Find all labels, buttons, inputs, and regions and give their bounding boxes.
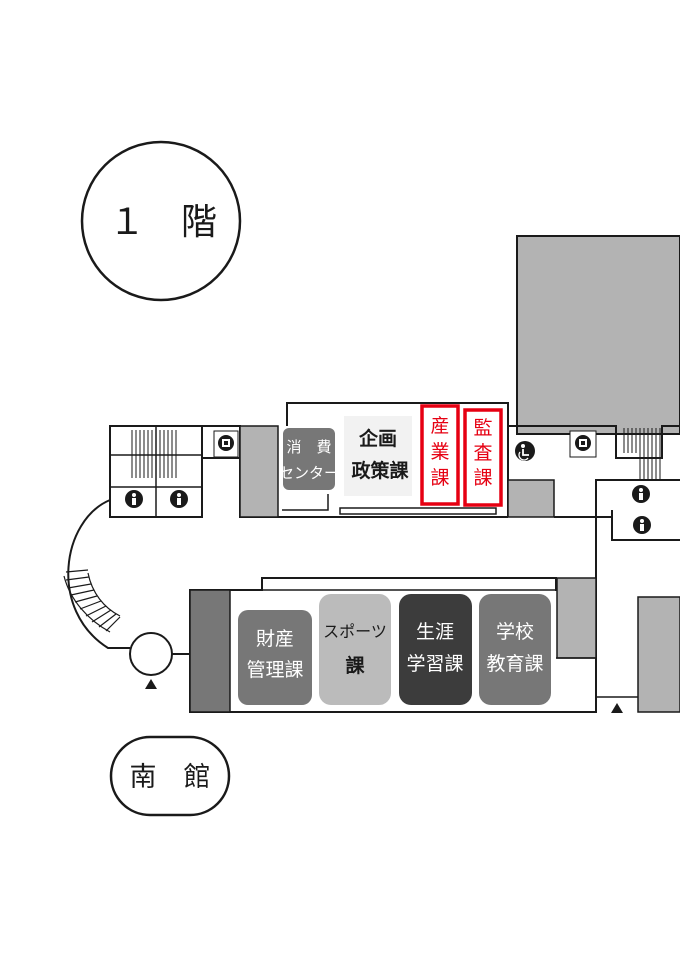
entrance-icon — [611, 703, 623, 713]
school-label-2: 教育課 — [486, 653, 543, 675]
industry-label-3: 課 — [430, 467, 449, 489]
finance-label-1: 財産 — [256, 628, 294, 650]
accessible-restroom-icon — [515, 441, 535, 461]
north-building-block — [516, 235, 680, 435]
stairs-upper-left — [109, 426, 202, 488]
consumer-center-label-2: センター — [279, 464, 339, 482]
right-lower-block — [637, 596, 680, 713]
room-industry: 産 業 課 — [420, 404, 460, 506]
restroom-pair-left — [125, 487, 188, 517]
sports-label-2: 課 — [345, 654, 365, 677]
consumer-center-label-1: 消 費 — [286, 438, 331, 456]
building-badge: 南 館 — [109, 735, 231, 817]
room-school-education: 学校 教育課 — [479, 594, 551, 705]
service-column-left — [239, 425, 279, 518]
lifelong-label-2: 学習課 — [406, 653, 463, 675]
restroom-icon — [170, 490, 188, 508]
lifelong-label-1: 生涯 — [416, 621, 454, 643]
audit-label-2: 査 — [473, 442, 492, 464]
audit-label-1: 監 — [473, 417, 492, 439]
elevator-icon — [569, 430, 597, 458]
room-consumer-center: 消 費 センター — [279, 428, 339, 490]
industry-label-2: 業 — [430, 441, 449, 463]
restroom-icon — [632, 485, 650, 503]
planning-policy-label-1: 企画 — [358, 427, 397, 450]
planning-policy-label-2: 政策課 — [351, 459, 409, 482]
junction-node — [129, 632, 190, 689]
spiral-stairs — [63, 569, 121, 633]
room-sports: スポーツ 課 — [319, 594, 391, 705]
floor-label: １ 階 — [109, 202, 217, 243]
entrance-icon — [145, 679, 157, 689]
floor-badge: １ 階 — [80, 140, 242, 302]
room-planning-policy: 企画 政策課 — [344, 416, 412, 496]
restroom-icon — [125, 490, 143, 508]
finance-label-2: 管理課 — [246, 659, 303, 681]
audit-label-3: 課 — [473, 467, 492, 489]
room-finance-management: 財産 管理課 — [238, 610, 312, 705]
corridor-strip-upper — [339, 507, 497, 515]
restroom-icon — [633, 516, 651, 534]
connecting-corridor — [67, 499, 130, 649]
industry-label-1: 産 — [430, 415, 449, 437]
room-audit: 監 査 課 — [463, 408, 503, 507]
elevator-icon — [213, 430, 239, 458]
school-label-1: 学校 — [496, 621, 534, 643]
building-label: 南 館 — [130, 762, 211, 793]
stairs-upper-right — [623, 428, 661, 480]
sports-label-1: スポーツ — [323, 622, 387, 641]
service-block-center — [507, 479, 555, 518]
room-lifelong-learning: 生涯 学習課 — [399, 594, 472, 705]
